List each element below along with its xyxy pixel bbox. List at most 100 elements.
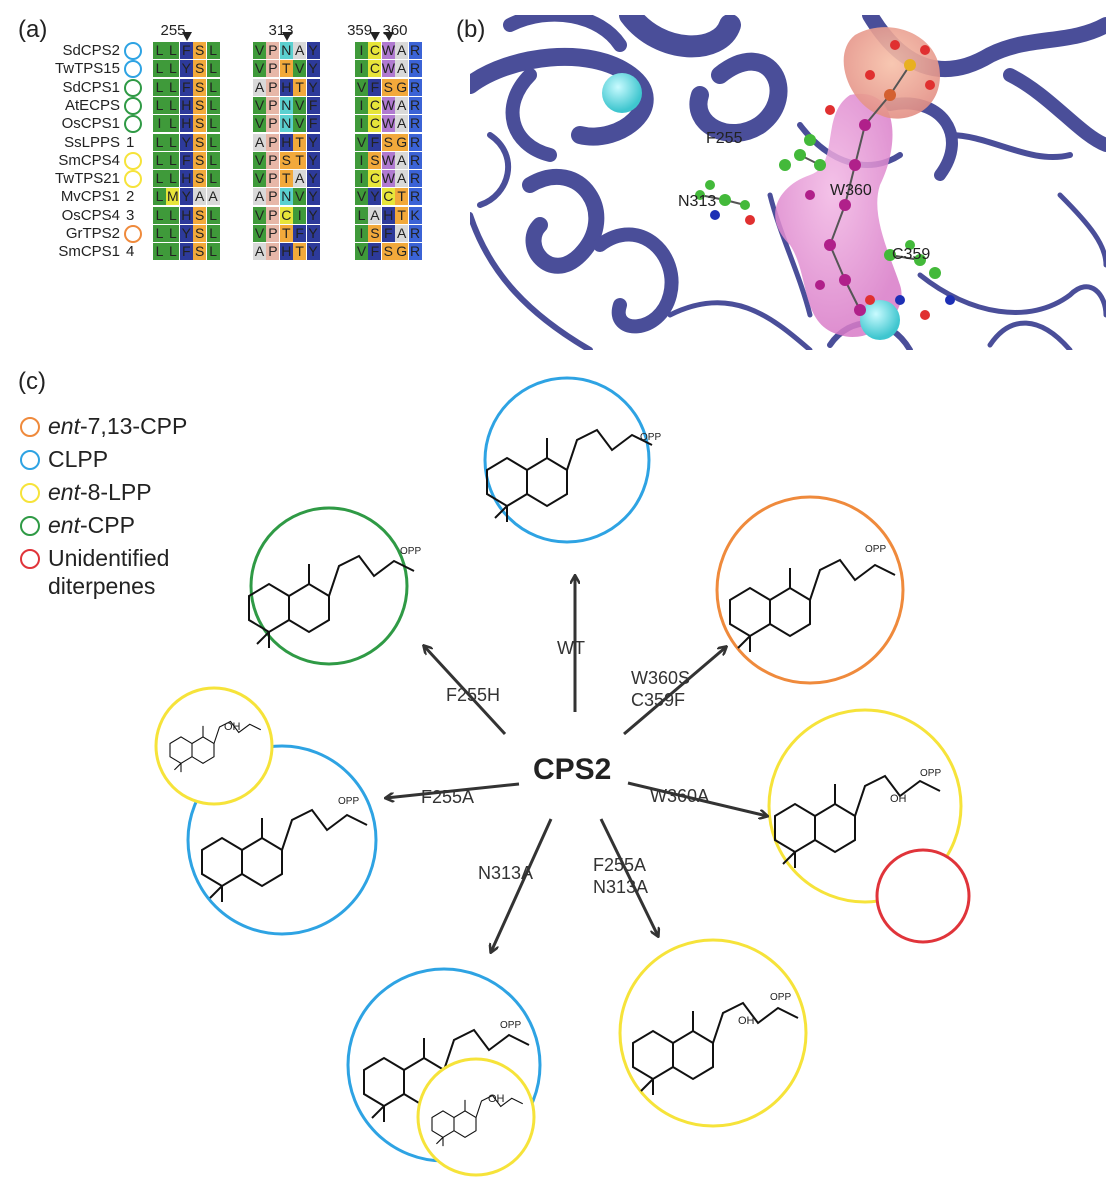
residue-cell: L — [166, 225, 180, 242]
residue-cell: R — [408, 96, 422, 114]
alignment-sequence-name: SdCPS1 — [62, 78, 120, 96]
metal-ion-sphere — [860, 300, 900, 340]
legend-circle-icon — [20, 549, 40, 569]
mutation-label-wt: WT — [557, 638, 585, 658]
residue-cell: H — [279, 78, 293, 96]
residue-cell: W — [381, 115, 396, 133]
residue-cell: F — [293, 225, 307, 242]
residue-cell: A — [395, 42, 409, 59]
product-circle-icon — [124, 60, 142, 79]
residue-cell: G — [395, 133, 409, 151]
residue-cell: S — [193, 42, 207, 59]
residue-cell: I — [355, 42, 368, 59]
residue-cell: F — [381, 225, 395, 242]
alignment-position-label: 255 — [160, 22, 186, 39]
protein-structure-image: F255 W360 N313 C359 — [461, 4, 1114, 353]
oh-label: OH — [738, 1015, 755, 1027]
residue-cell: S — [368, 151, 382, 169]
residue-cell: Y — [179, 188, 193, 206]
residue-cell: R — [408, 243, 422, 261]
residue-cell: H — [179, 170, 193, 188]
residue-cell: A — [293, 42, 307, 59]
residue-cell: S — [193, 225, 207, 242]
panel-c-label: (c) — [18, 368, 46, 395]
oh-label: OH — [224, 721, 241, 733]
residue-cell: P — [266, 42, 280, 59]
residue-cell: Y — [306, 188, 320, 206]
residue-cell: P — [266, 170, 280, 188]
residue-cell: C — [368, 170, 382, 188]
alignment-product-marker — [122, 151, 144, 170]
residue-cell: R — [408, 170, 422, 188]
residue-cell: S — [193, 115, 207, 133]
residue-cell: L — [166, 96, 180, 114]
product-circle-w360s-c359f: OPP — [715, 495, 905, 685]
footnote-number: 1 — [126, 133, 135, 151]
legend-label: ent-CPP — [48, 512, 135, 538]
residue-cell: S — [193, 170, 207, 188]
residue-cell: R — [408, 42, 422, 59]
residue-cell: L — [153, 96, 166, 114]
residue-cell: L — [206, 206, 220, 224]
residue-cell: A — [253, 188, 266, 206]
residue-cell: R — [408, 188, 422, 206]
mutation-label-f255h: F255H — [446, 685, 500, 705]
alignment-sequence-name: SmCPS4 — [58, 151, 120, 169]
residue-cell: A — [368, 206, 382, 224]
alignment-sequence-name: OsCPS4 — [61, 206, 120, 224]
residue-cell: I — [355, 96, 368, 114]
residue-cell: V — [253, 151, 266, 169]
residue-cell: F — [306, 96, 320, 114]
oh-label: OH — [488, 1093, 505, 1105]
residue-cell: A — [253, 243, 266, 261]
residue-cell: S — [381, 243, 395, 261]
panel-b-label: (b) — [456, 16, 486, 43]
residue-cell: I — [355, 225, 368, 242]
residue-cell: P — [266, 96, 280, 114]
residue-cell: V — [253, 115, 266, 133]
residue-cell: V — [293, 60, 307, 78]
residue-cell: L — [153, 188, 166, 206]
residue-cell: I — [355, 170, 368, 188]
residue-cell: A — [395, 151, 409, 169]
residue-cell: P — [266, 133, 280, 151]
residue-cell: S — [381, 78, 395, 96]
residue-cell: H — [179, 96, 193, 114]
residue-cell: W — [381, 42, 396, 59]
opp-label: OPP — [640, 432, 661, 443]
residue-cell: R — [408, 133, 422, 151]
residue-label-n313: N313 — [678, 193, 716, 210]
residue-cell: A — [293, 170, 307, 188]
residue-cell: I — [153, 115, 166, 133]
residue-cell: A — [206, 188, 220, 206]
legend-label: ent-7,13-CPP — [48, 413, 188, 439]
product-circle-f255a: OPP OH — [154, 686, 378, 936]
residue-cell: L — [206, 243, 220, 261]
ligand-surface-peach — [843, 27, 940, 119]
residue-cell: P — [266, 206, 280, 224]
residue-cell: C — [381, 188, 395, 206]
residue-cell: F — [179, 243, 193, 261]
legend-label: ent-8-LPP — [48, 479, 152, 505]
residue-cell: H — [381, 206, 395, 224]
product-circle-wt: OPP — [483, 376, 661, 544]
alignment-product-marker: 1 — [122, 134, 144, 152]
residue-label-f255: F255 — [706, 130, 743, 147]
residue-cell: L — [206, 115, 220, 133]
panel-a-label: (a) — [18, 16, 48, 43]
alignment-sequence-name: GrTPS2 — [65, 225, 120, 242]
residue-cell: H — [279, 243, 293, 261]
residue-cell: Y — [306, 133, 320, 151]
residue-cell: T — [395, 206, 409, 224]
product-circle-f255a-n313a: OPP OH — [618, 938, 808, 1128]
residue-cell: T — [279, 225, 293, 242]
position-arrow-icon — [281, 32, 292, 41]
residue-cell: S — [193, 243, 207, 261]
residue-cell: C — [368, 42, 382, 59]
alignment-sequence-name: AtECPS — [64, 96, 120, 114]
product-circle-icon — [124, 42, 142, 60]
product-circle-icon — [124, 96, 142, 115]
residue-cell: L — [206, 42, 220, 59]
legend-circle-icon — [20, 450, 40, 470]
product-circle-icon — [124, 115, 142, 134]
